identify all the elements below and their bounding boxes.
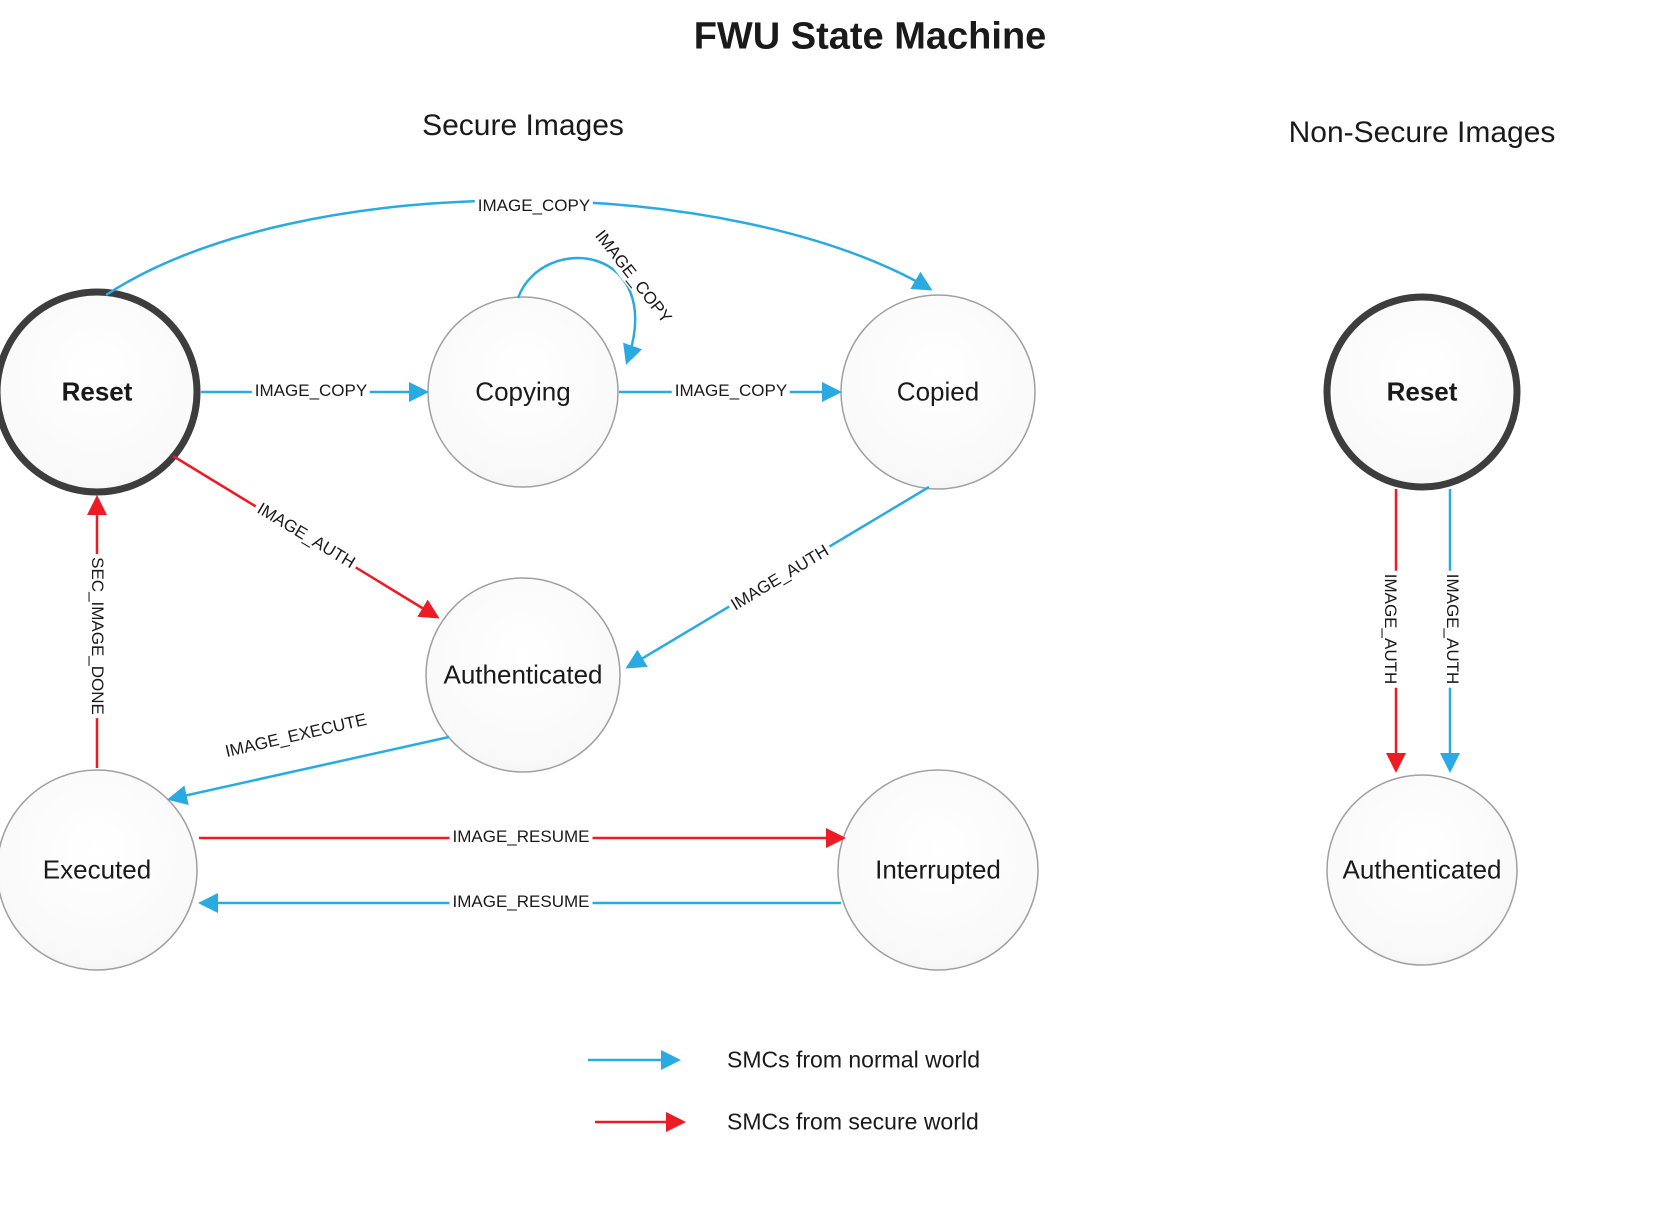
edge-label-ns-reset-to-authenticated-blue: IMAGE_AUTH bbox=[1442, 570, 1462, 688]
node-interrupted-label: Interrupted bbox=[875, 854, 1001, 885]
node-interrupted-circle bbox=[837, 769, 1039, 971]
secure-section-title: Secure Images bbox=[422, 109, 624, 142]
node-authenticated-secure-label: Authenticated bbox=[443, 659, 603, 690]
edge-label-copying-to-copied: IMAGE_COPY bbox=[671, 381, 791, 401]
node-authenticated-secure-circle bbox=[425, 577, 621, 773]
edge-label-interrupted-to-executed: IMAGE_RESUME bbox=[449, 892, 593, 912]
node-reset-nonsecure-label: Reset bbox=[1386, 376, 1458, 407]
edge-label-ns-reset-to-authenticated-red: IMAGE_AUTH bbox=[1380, 570, 1400, 688]
node-executed-label: Executed bbox=[42, 854, 152, 885]
nonsecure-section-title: Non-Secure Images bbox=[1288, 116, 1556, 149]
legend-secure-world-label: SMCs from secure world bbox=[727, 1108, 979, 1135]
edge-label-reset-to-copied: IMAGE_COPY bbox=[474, 196, 594, 216]
legend-normal-world-label: SMCs from normal world bbox=[727, 1046, 981, 1073]
page-title: FWU State Machine bbox=[693, 15, 1047, 58]
node-copying-label: Copying bbox=[475, 376, 571, 407]
edge-copying-self-loop bbox=[516, 256, 643, 365]
edge-authenticated-to-executed bbox=[167, 735, 450, 806]
node-authenticated-nonsecure-circle bbox=[1326, 774, 1518, 966]
node-reset-secure-label: Reset bbox=[61, 376, 133, 407]
edge-label-executed-to-reset: SEC_IMAGE_DONE bbox=[87, 554, 107, 718]
edge-label-executed-to-interrupted: IMAGE_RESUME bbox=[449, 827, 593, 847]
node-copied-label: Copied bbox=[896, 376, 980, 407]
node-executed-circle bbox=[0, 769, 198, 971]
edge-label-reset-to-copying: IMAGE_COPY bbox=[251, 381, 371, 401]
node-authenticated-nonsecure-label: Authenticated bbox=[1342, 854, 1502, 885]
node-reset-secure-circle bbox=[0, 288, 201, 496]
node-reset-nonsecure-circle bbox=[1323, 293, 1521, 491]
